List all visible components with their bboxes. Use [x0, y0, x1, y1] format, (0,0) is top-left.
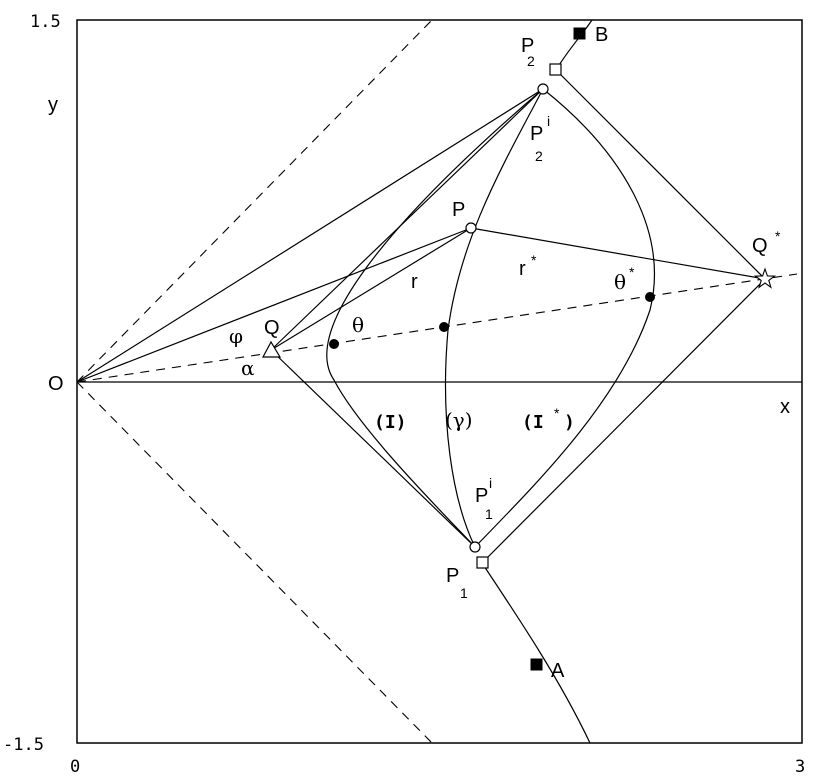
dashed-line-center: [76, 273, 798, 383]
label-P1i-sup: i: [489, 475, 492, 491]
region-gamma-label: (γ): [445, 408, 473, 432]
label-phi: φ: [229, 324, 243, 348]
point-Q-marker: [262, 340, 282, 358]
curve-right-theta-star: [474, 88, 655, 548]
x-max-label: 3: [795, 757, 805, 777]
x-axis-label: x: [780, 396, 790, 418]
region-Istar-open: (I: [522, 412, 544, 433]
label-alpha: α: [241, 356, 255, 380]
label-r: r: [411, 271, 418, 293]
curve-gamma: [444, 88, 544, 548]
point-P1-marker: [476, 556, 489, 569]
label-P1: P: [446, 565, 459, 587]
y-min-label: -1.5: [3, 735, 44, 755]
label-r-star: r: [519, 258, 526, 280]
y-max-label: 1.5: [30, 12, 61, 32]
label-P2: P: [521, 35, 534, 57]
label-P2i: P: [530, 123, 543, 145]
theta-dot: [329, 339, 339, 349]
label-theta: θ: [352, 313, 364, 337]
theta-star-dot: [645, 292, 655, 302]
label-theta-star-sup: *: [629, 264, 635, 280]
line-P-Qstar: [470, 227, 766, 280]
point-A-marker: [530, 658, 543, 671]
point-P-marker: [465, 222, 477, 234]
dashed-line-upper: [76, 19, 433, 383]
label-B: B: [595, 24, 608, 46]
label-O: O: [48, 373, 64, 395]
label-Q: Q: [264, 317, 280, 339]
region-I-label: (I): [374, 412, 407, 433]
label-P: P: [452, 199, 465, 221]
x-min-label: 0: [70, 757, 80, 777]
point-P2i-marker: [537, 83, 549, 95]
label-P2-sub: 2: [527, 53, 535, 69]
line-P1-Qstar: [481, 278, 766, 564]
line-Q-P2: [270, 88, 544, 351]
boundary-curve-lower: [481, 562, 591, 744]
label-theta-star: θ: [614, 270, 626, 294]
line-Q-P1: [270, 349, 476, 548]
label-P1i: P: [475, 485, 488, 507]
label-P1-sub: 1: [460, 585, 468, 601]
y-axis-label: y: [48, 94, 58, 116]
point-P1i-marker: [469, 541, 481, 553]
gamma-dot: [439, 322, 449, 332]
point-B-marker: [573, 27, 586, 40]
dashed-line-lower: [76, 381, 433, 744]
label-Qstar-sup: *: [775, 228, 781, 244]
point-Qstar-marker: [753, 267, 777, 289]
label-r-star-sup: *: [531, 252, 537, 268]
region-Istar-sup: *: [554, 405, 560, 421]
curve-left-theta: [326, 88, 544, 548]
region-Istar-close: ): [564, 412, 575, 433]
label-P2i-sup: i: [547, 113, 550, 129]
label-A: A: [551, 660, 565, 682]
line-O-P2: [76, 88, 544, 383]
label-P2i-sub: 2: [535, 148, 543, 164]
point-P2-marker: [549, 63, 562, 76]
line-P2-Qstar: [555, 69, 766, 280]
line-Q-P: [270, 227, 472, 351]
label-Qstar: Q: [752, 235, 768, 257]
label-P1i-sub: 1: [485, 506, 493, 522]
line-O-P: [76, 227, 472, 383]
